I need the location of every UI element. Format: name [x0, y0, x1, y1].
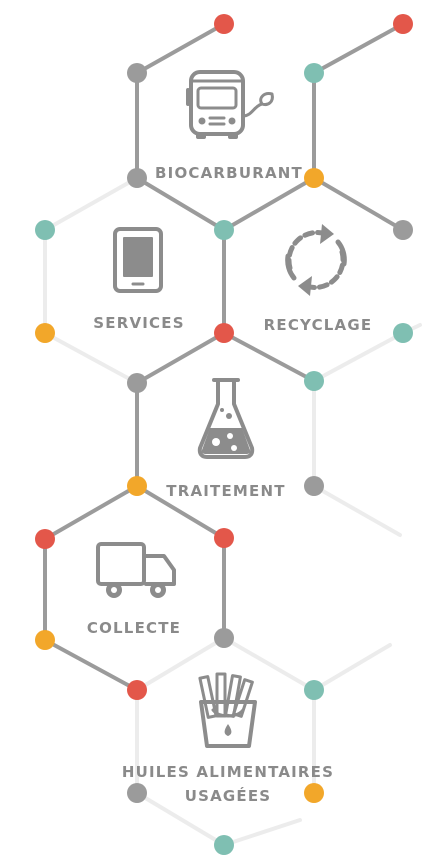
red-node	[214, 14, 234, 34]
orange-node	[127, 476, 147, 496]
teal-node	[214, 220, 234, 240]
tablet-icon	[113, 227, 163, 293]
gray-node	[127, 373, 147, 393]
teal-node	[304, 371, 324, 391]
red-node	[214, 323, 234, 343]
gray-node	[214, 628, 234, 648]
connector-line-faint	[135, 636, 226, 692]
orange-node	[35, 323, 55, 343]
connector-line	[312, 22, 405, 75]
label-huiles-line1: HUILES ALIMENTAIRES	[122, 763, 334, 781]
connector-line-faint	[43, 331, 139, 385]
gray-node	[127, 63, 147, 83]
fries-icon	[198, 672, 257, 748]
gray-node	[127, 168, 147, 188]
connector-line-faint	[222, 818, 302, 847]
orange-node	[304, 783, 324, 803]
gray-node	[127, 783, 147, 803]
orange-node	[304, 168, 324, 188]
connector-line-faint	[43, 176, 139, 232]
teal-node	[35, 220, 55, 240]
connector-line	[43, 638, 139, 692]
connector-lines	[43, 22, 422, 847]
red-node	[393, 14, 413, 34]
teal-node	[304, 63, 324, 83]
red-node	[127, 680, 147, 700]
connector-line-faint	[312, 484, 402, 537]
label-services: SERVICES	[93, 314, 184, 332]
recycle-icon	[285, 224, 347, 296]
connector-line	[135, 484, 226, 540]
orange-node	[35, 630, 55, 650]
bus-icon	[186, 70, 274, 139]
connector-line	[222, 176, 316, 232]
connector-line-faint	[312, 643, 392, 692]
teal-node	[304, 680, 324, 700]
connector-line	[135, 176, 226, 232]
gray-node	[304, 476, 324, 496]
label-biocarburant: BIOCARBURANT	[155, 164, 303, 182]
connector-line-faint	[312, 331, 405, 383]
connector-line	[312, 176, 405, 232]
label-huiles-line2: USAGÉES	[185, 786, 272, 805]
flask-icon	[197, 378, 255, 459]
connector-nodes	[35, 14, 413, 855]
label-recyclage: RECYCLAGE	[264, 316, 373, 334]
red-node	[214, 528, 234, 548]
connector-line	[43, 484, 139, 541]
label-traitement: TRAITEMENT	[166, 482, 285, 500]
connector-line	[222, 331, 316, 383]
connector-line-faint	[222, 636, 316, 692]
label-collecte: COLLECTE	[87, 619, 181, 637]
teal-node	[214, 835, 234, 855]
gray-node	[393, 220, 413, 240]
teal-node	[393, 323, 413, 343]
connector-line-faint	[135, 791, 226, 847]
red-node	[35, 529, 55, 549]
connector-line	[135, 331, 226, 385]
truck-icon	[96, 542, 176, 598]
connector-line	[135, 22, 226, 75]
